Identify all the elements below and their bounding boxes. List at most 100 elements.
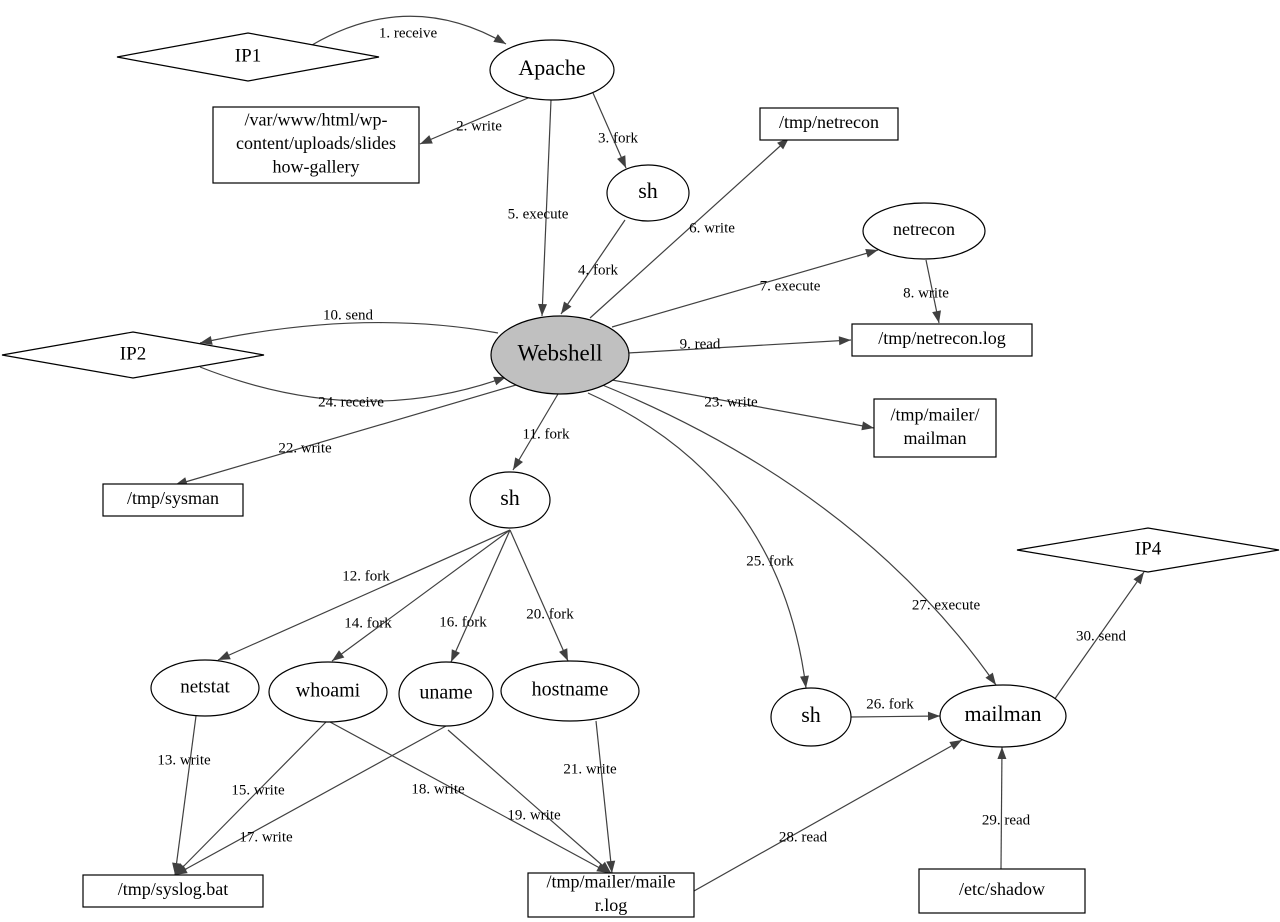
node-netstat[interactable]: netstat xyxy=(150,659,260,717)
node-label: /etc/shadow xyxy=(959,879,1045,899)
edge-label: 3. fork xyxy=(598,130,638,146)
node-sh2[interactable]: sh xyxy=(469,471,551,529)
edge-line xyxy=(199,322,499,344)
edge-label: 24. receive xyxy=(318,394,384,410)
node-sysman[interactable]: /tmp/sysman xyxy=(102,483,244,517)
node-mailer-mailman[interactable]: /tmp/mailer/mailman xyxy=(873,398,997,458)
node-label: /tmp/mailer/ xyxy=(891,404,980,424)
node-apache[interactable]: Apache xyxy=(489,39,615,101)
edge-line xyxy=(174,725,447,876)
node-webshell[interactable]: Webshell xyxy=(490,315,630,395)
node-shadow[interactable]: /etc/shadow xyxy=(918,868,1086,914)
rect-shape xyxy=(212,106,420,184)
node-mailer-log[interactable]: /tmp/mailer/mailer.log xyxy=(527,871,695,918)
edge-line xyxy=(627,339,852,354)
node-label: sh xyxy=(638,178,658,203)
node-ip2[interactable]: IP2 xyxy=(1,331,265,379)
arrowhead xyxy=(175,865,188,875)
node-label: content/uploads/slides xyxy=(236,133,396,153)
edge-line xyxy=(1053,571,1145,701)
edge-e7: 7. execute xyxy=(611,249,879,328)
diamond-shape xyxy=(116,32,380,82)
edge-label: 20. fork xyxy=(526,606,574,622)
edge-line xyxy=(174,715,197,876)
edge-line xyxy=(447,729,612,874)
node-hostname[interactable]: hostname xyxy=(500,660,640,722)
node-sh3[interactable]: sh xyxy=(770,687,852,747)
edge-line xyxy=(174,384,517,486)
edge-line xyxy=(450,529,511,663)
node-sh1[interactable]: sh xyxy=(606,164,690,222)
edge-e3: 3. fork xyxy=(592,92,638,169)
arrowhead xyxy=(606,860,616,873)
arrowhead xyxy=(927,711,940,721)
node-label: uname xyxy=(419,682,472,704)
ellipse-shape xyxy=(606,164,690,222)
edge-line xyxy=(850,715,941,718)
edge-line xyxy=(611,249,879,328)
edge-e29: 29. read xyxy=(982,746,1031,870)
edge-line xyxy=(329,721,610,874)
arrowhead xyxy=(861,421,874,431)
edge-label: 21. write xyxy=(563,761,617,777)
edge-label: 13. write xyxy=(157,752,211,768)
edge-label: 15. write xyxy=(231,782,285,798)
node-ip4[interactable]: IP4 xyxy=(1016,527,1280,573)
rect-shape xyxy=(873,398,997,458)
rect-shape xyxy=(851,323,1033,357)
arrowhead xyxy=(865,249,878,258)
node-label: /var/www/html/wp- xyxy=(245,110,388,130)
arrowhead xyxy=(838,336,851,346)
node-label: hostname xyxy=(532,679,609,701)
edge-label: 22. write xyxy=(278,440,332,456)
edge-label: 10. send xyxy=(323,307,373,323)
node-syslog[interactable]: /tmp/syslog.bat xyxy=(82,874,264,908)
edge-label: 29. read xyxy=(982,812,1031,828)
edge-label: 8. write xyxy=(903,285,949,301)
edge-e24: 24. receive xyxy=(199,366,507,410)
ellipse-shape xyxy=(862,202,986,260)
edge-label: 25. fork xyxy=(746,553,794,569)
edge-e22: 22. write xyxy=(174,384,517,486)
edge-e4: 4. fork xyxy=(560,219,626,315)
node-whoami[interactable]: whoami xyxy=(268,661,388,723)
edge-label: 19. write xyxy=(507,807,561,823)
arrowhead xyxy=(493,376,506,386)
node-uname[interactable]: uname xyxy=(398,661,494,727)
node-label: Webshell xyxy=(517,340,602,365)
edge-e26: 26. fork xyxy=(850,696,941,721)
arrowhead xyxy=(513,457,523,470)
node-label: sh xyxy=(801,702,821,727)
edge-e17: 17. write xyxy=(174,725,447,876)
edge-label: 1. receive xyxy=(379,25,438,41)
edge-label: 11. fork xyxy=(523,426,570,442)
node-label: /tmp/sysman xyxy=(127,488,219,508)
node-uploads[interactable]: /var/www/html/wp-content/uploads/slidesh… xyxy=(212,106,420,184)
node-netrecon-tmp[interactable]: /tmp/netrecon xyxy=(759,107,899,141)
node-ip1[interactable]: IP1 xyxy=(116,32,380,82)
node-label: IP1 xyxy=(235,45,261,66)
ellipse-shape xyxy=(268,661,388,723)
arrowhead xyxy=(218,651,231,660)
edge-e1: 1. receive xyxy=(311,15,507,46)
edge-line xyxy=(541,99,552,317)
arrowhead xyxy=(985,672,996,685)
edge-line xyxy=(199,366,507,402)
node-label: mailman xyxy=(965,701,1042,726)
edge-e13: 13. write xyxy=(157,715,211,876)
edge-line xyxy=(589,137,790,319)
node-label: /tmp/syslog.bat xyxy=(118,879,229,899)
edge-e21: 21. write xyxy=(563,720,617,874)
edge-line xyxy=(592,92,627,169)
edge-line xyxy=(311,15,507,46)
node-netrecon-proc[interactable]: netrecon xyxy=(862,202,986,260)
edge-e20: 20. fork xyxy=(509,529,574,662)
arrowhead xyxy=(617,155,626,168)
edge-e27: 27. execute xyxy=(599,383,997,686)
edge-label: 5. execute xyxy=(508,206,569,222)
edge-line xyxy=(587,392,807,689)
edge-label: 23. write xyxy=(704,394,758,410)
node-mailman[interactable]: mailman xyxy=(939,684,1067,748)
node-netrecon-log[interactable]: /tmp/netrecon.log xyxy=(851,323,1033,357)
